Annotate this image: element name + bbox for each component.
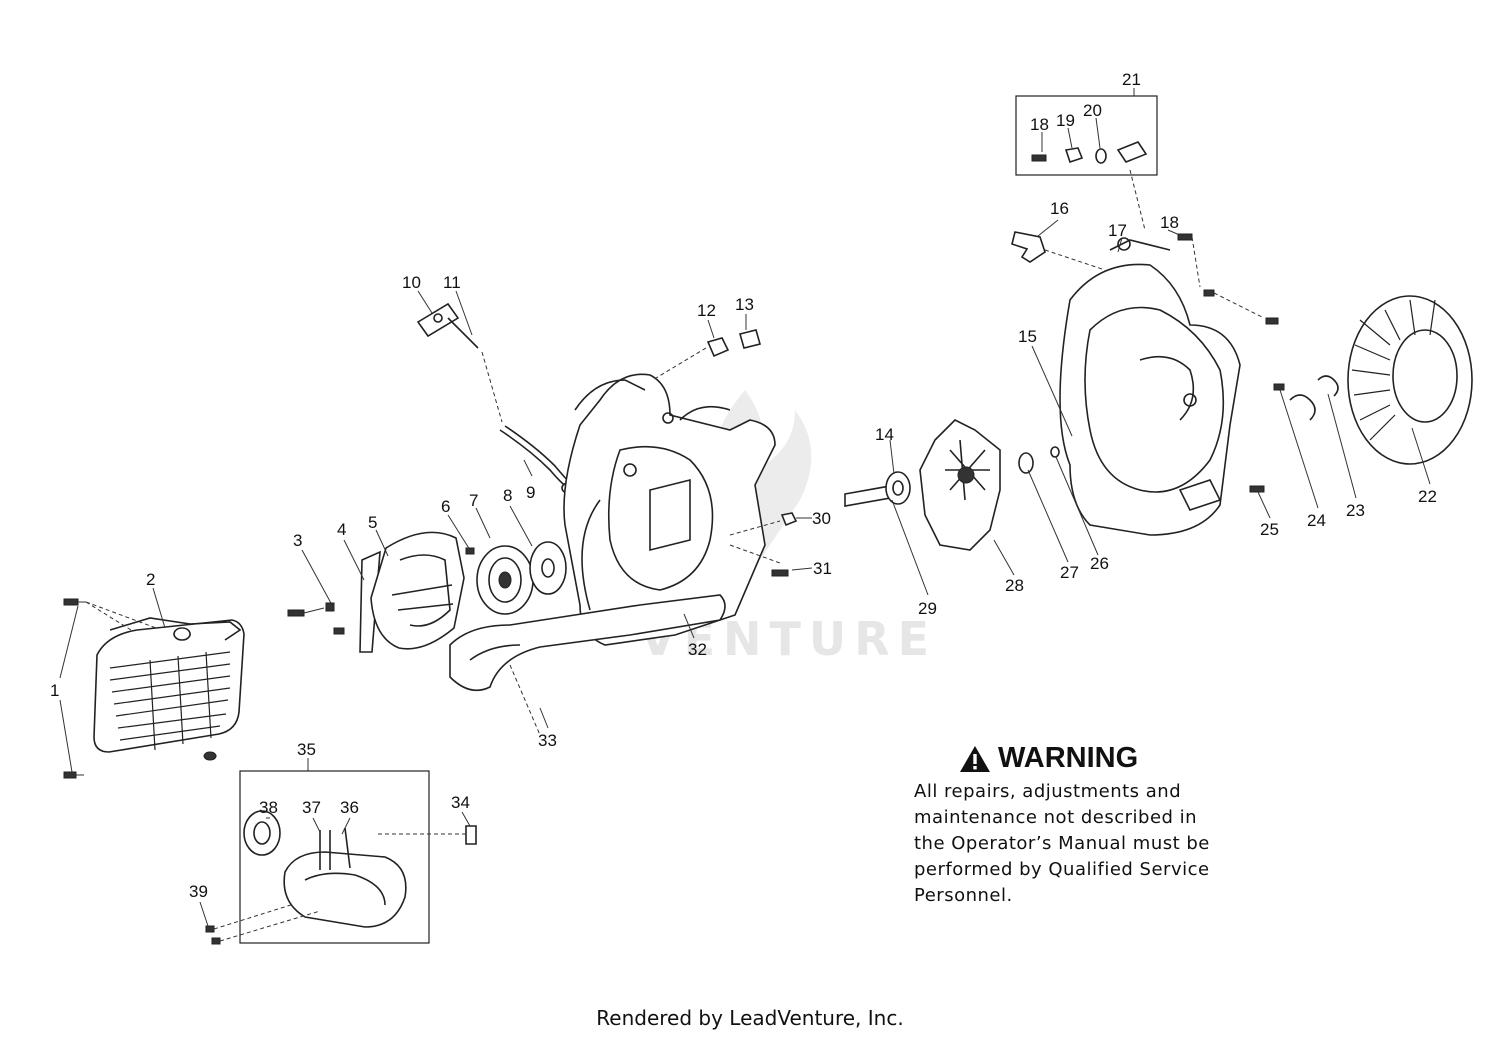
footer-credit: Rendered by LeadVenture, Inc. (596, 1006, 904, 1030)
callout-12: 12 (697, 301, 716, 320)
handle-part-33 (449, 594, 726, 692)
callout-19: 19 (1056, 111, 1075, 130)
screw-part-31 (771, 569, 789, 577)
callout-29: 29 (918, 599, 937, 618)
callout-31: 31 (813, 559, 832, 578)
washer-part-26 (1050, 446, 1060, 458)
kit-parts-18-19-20 (1031, 141, 1148, 164)
callout-38: 38 (259, 798, 278, 817)
callout-13: 13 (735, 295, 754, 314)
callout-9: 9 (526, 483, 535, 502)
screw-part-6 (465, 547, 475, 555)
callout-7: 7 (469, 491, 478, 510)
callout-8: 8 (503, 486, 512, 505)
nut-part-30 (780, 512, 798, 527)
screws-part-3 (287, 602, 345, 635)
warning-body: All repairs, adjustments and maintenance… (914, 781, 1210, 906)
callout-39: 39 (189, 882, 208, 901)
kit-box-35 (239, 770, 430, 944)
outlet-grille-part-22 (1347, 295, 1473, 465)
intake-cover-part (93, 617, 245, 761)
callout-3: 3 (293, 531, 302, 550)
gasket-part-4 (359, 550, 381, 653)
screws-part-39 (205, 903, 321, 945)
line-part-9 (499, 425, 575, 494)
callout-4: 4 (337, 520, 346, 539)
callout-11: 11 (443, 273, 461, 292)
callout-30: 30 (812, 509, 831, 528)
leader-lines (59, 88, 1431, 927)
throttle-handle-part-35 (243, 810, 407, 928)
callout-22: 22 (1418, 487, 1437, 506)
impeller-part-28 (919, 419, 1001, 551)
callout-28: 28 (1005, 576, 1024, 595)
switch-part-34 (465, 825, 477, 845)
callout-5: 5 (368, 513, 377, 532)
callout-32: 32 (688, 640, 707, 659)
washer-part-27 (1018, 452, 1034, 474)
callout-18-housing: 18 (1160, 213, 1179, 232)
warning-title-row: WARNING (958, 742, 1274, 775)
callout-16: 16 (1050, 199, 1069, 218)
springs-part-23 (1289, 375, 1339, 421)
callout-15: 15 (1018, 327, 1037, 346)
callout-33: 33 (538, 731, 557, 750)
screw-part-24 (1273, 383, 1285, 391)
pulley-part-7 (476, 545, 534, 615)
main-housing-part-32 (563, 373, 776, 646)
washer-part-8 (529, 541, 567, 595)
callout-37: 37 (302, 798, 321, 817)
callout-18-kit: 18 (1030, 115, 1049, 134)
warning-notice: WARNING All repairs, adjustments and mai… (914, 742, 1274, 909)
callout-14: 14 (875, 425, 894, 444)
screw-part-25 (1249, 485, 1265, 493)
callout-24: 24 (1307, 511, 1326, 530)
screw-part-1 (63, 598, 86, 779)
callout-10: 10 (402, 273, 421, 292)
callout-36: 36 (340, 798, 359, 817)
callout-6: 6 (441, 497, 450, 516)
callout-20: 20 (1083, 101, 1102, 120)
callout-23: 23 (1346, 501, 1365, 520)
screws-part-18-housing (1177, 233, 1279, 325)
blower-housing-part-17 (1059, 237, 1241, 536)
callout-27: 27 (1060, 563, 1079, 582)
starter-housing-part-5 (370, 531, 465, 650)
callout-2: 2 (146, 570, 155, 589)
callout-34: 34 (451, 793, 470, 812)
shaft-part-29 (844, 485, 891, 507)
callout-26: 26 (1090, 554, 1109, 573)
primer-part-10 (416, 302, 460, 338)
grommet-part-13 (739, 329, 761, 349)
callout-25: 25 (1260, 520, 1279, 539)
warning-triangle-icon (960, 745, 990, 772)
callout-1: 1 (50, 681, 59, 700)
warning-title: WARNING (998, 742, 1139, 774)
wire-part-11 (447, 317, 479, 349)
kit-box-21 (1015, 95, 1158, 176)
callout-35: 35 (297, 740, 316, 759)
callout-21: 21 (1122, 70, 1141, 89)
spacer-part-14 (885, 471, 911, 505)
grommet-part-12 (706, 337, 730, 358)
callout-17: 17 (1108, 221, 1127, 240)
clip-part-16 (1011, 231, 1046, 263)
